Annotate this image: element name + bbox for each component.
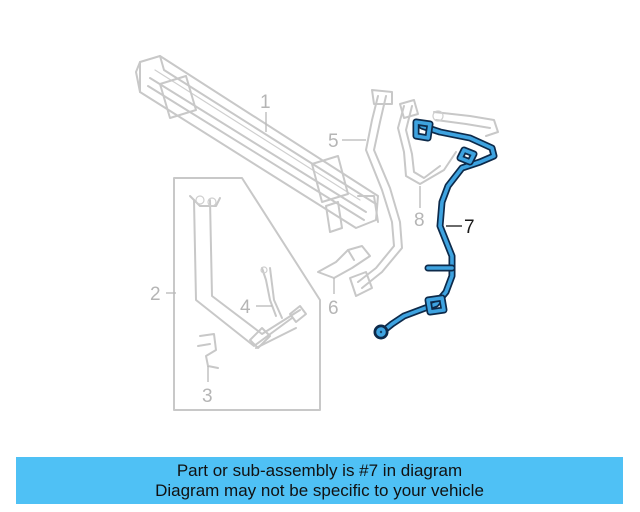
callout-4: 4	[240, 297, 251, 318]
part-1-oil-cooler	[135, 55, 379, 233]
callout-3: 3	[202, 386, 213, 407]
info-banner: Part or sub-assembly is #7 in diagram Di…	[16, 457, 623, 504]
callout-8: 8	[414, 210, 425, 231]
part-6-bracket	[317, 245, 371, 279]
part-2-line-assembly-box	[173, 177, 321, 411]
callout-7: 7	[464, 217, 475, 238]
part-3-clip	[197, 333, 219, 369]
part-4-bracket	[260, 266, 283, 319]
part-5-hose	[349, 89, 403, 297]
callout-1: 1	[260, 92, 271, 113]
part-7-cooler-hose-highlighted[interactable]	[373, 118, 498, 340]
banner-line-disclaimer: Diagram may not be specific to your vehi…	[155, 480, 484, 500]
banner-line-part-number: Part or sub-assembly is #7 in diagram	[176, 460, 463, 480]
callout-5: 5	[328, 131, 339, 152]
callout-2: 2	[150, 284, 161, 305]
parts-diagram: 1 2 3 4 5 6 7 8	[135, 55, 499, 411]
part-8-hose	[397, 99, 499, 185]
callout-6: 6	[328, 298, 339, 319]
